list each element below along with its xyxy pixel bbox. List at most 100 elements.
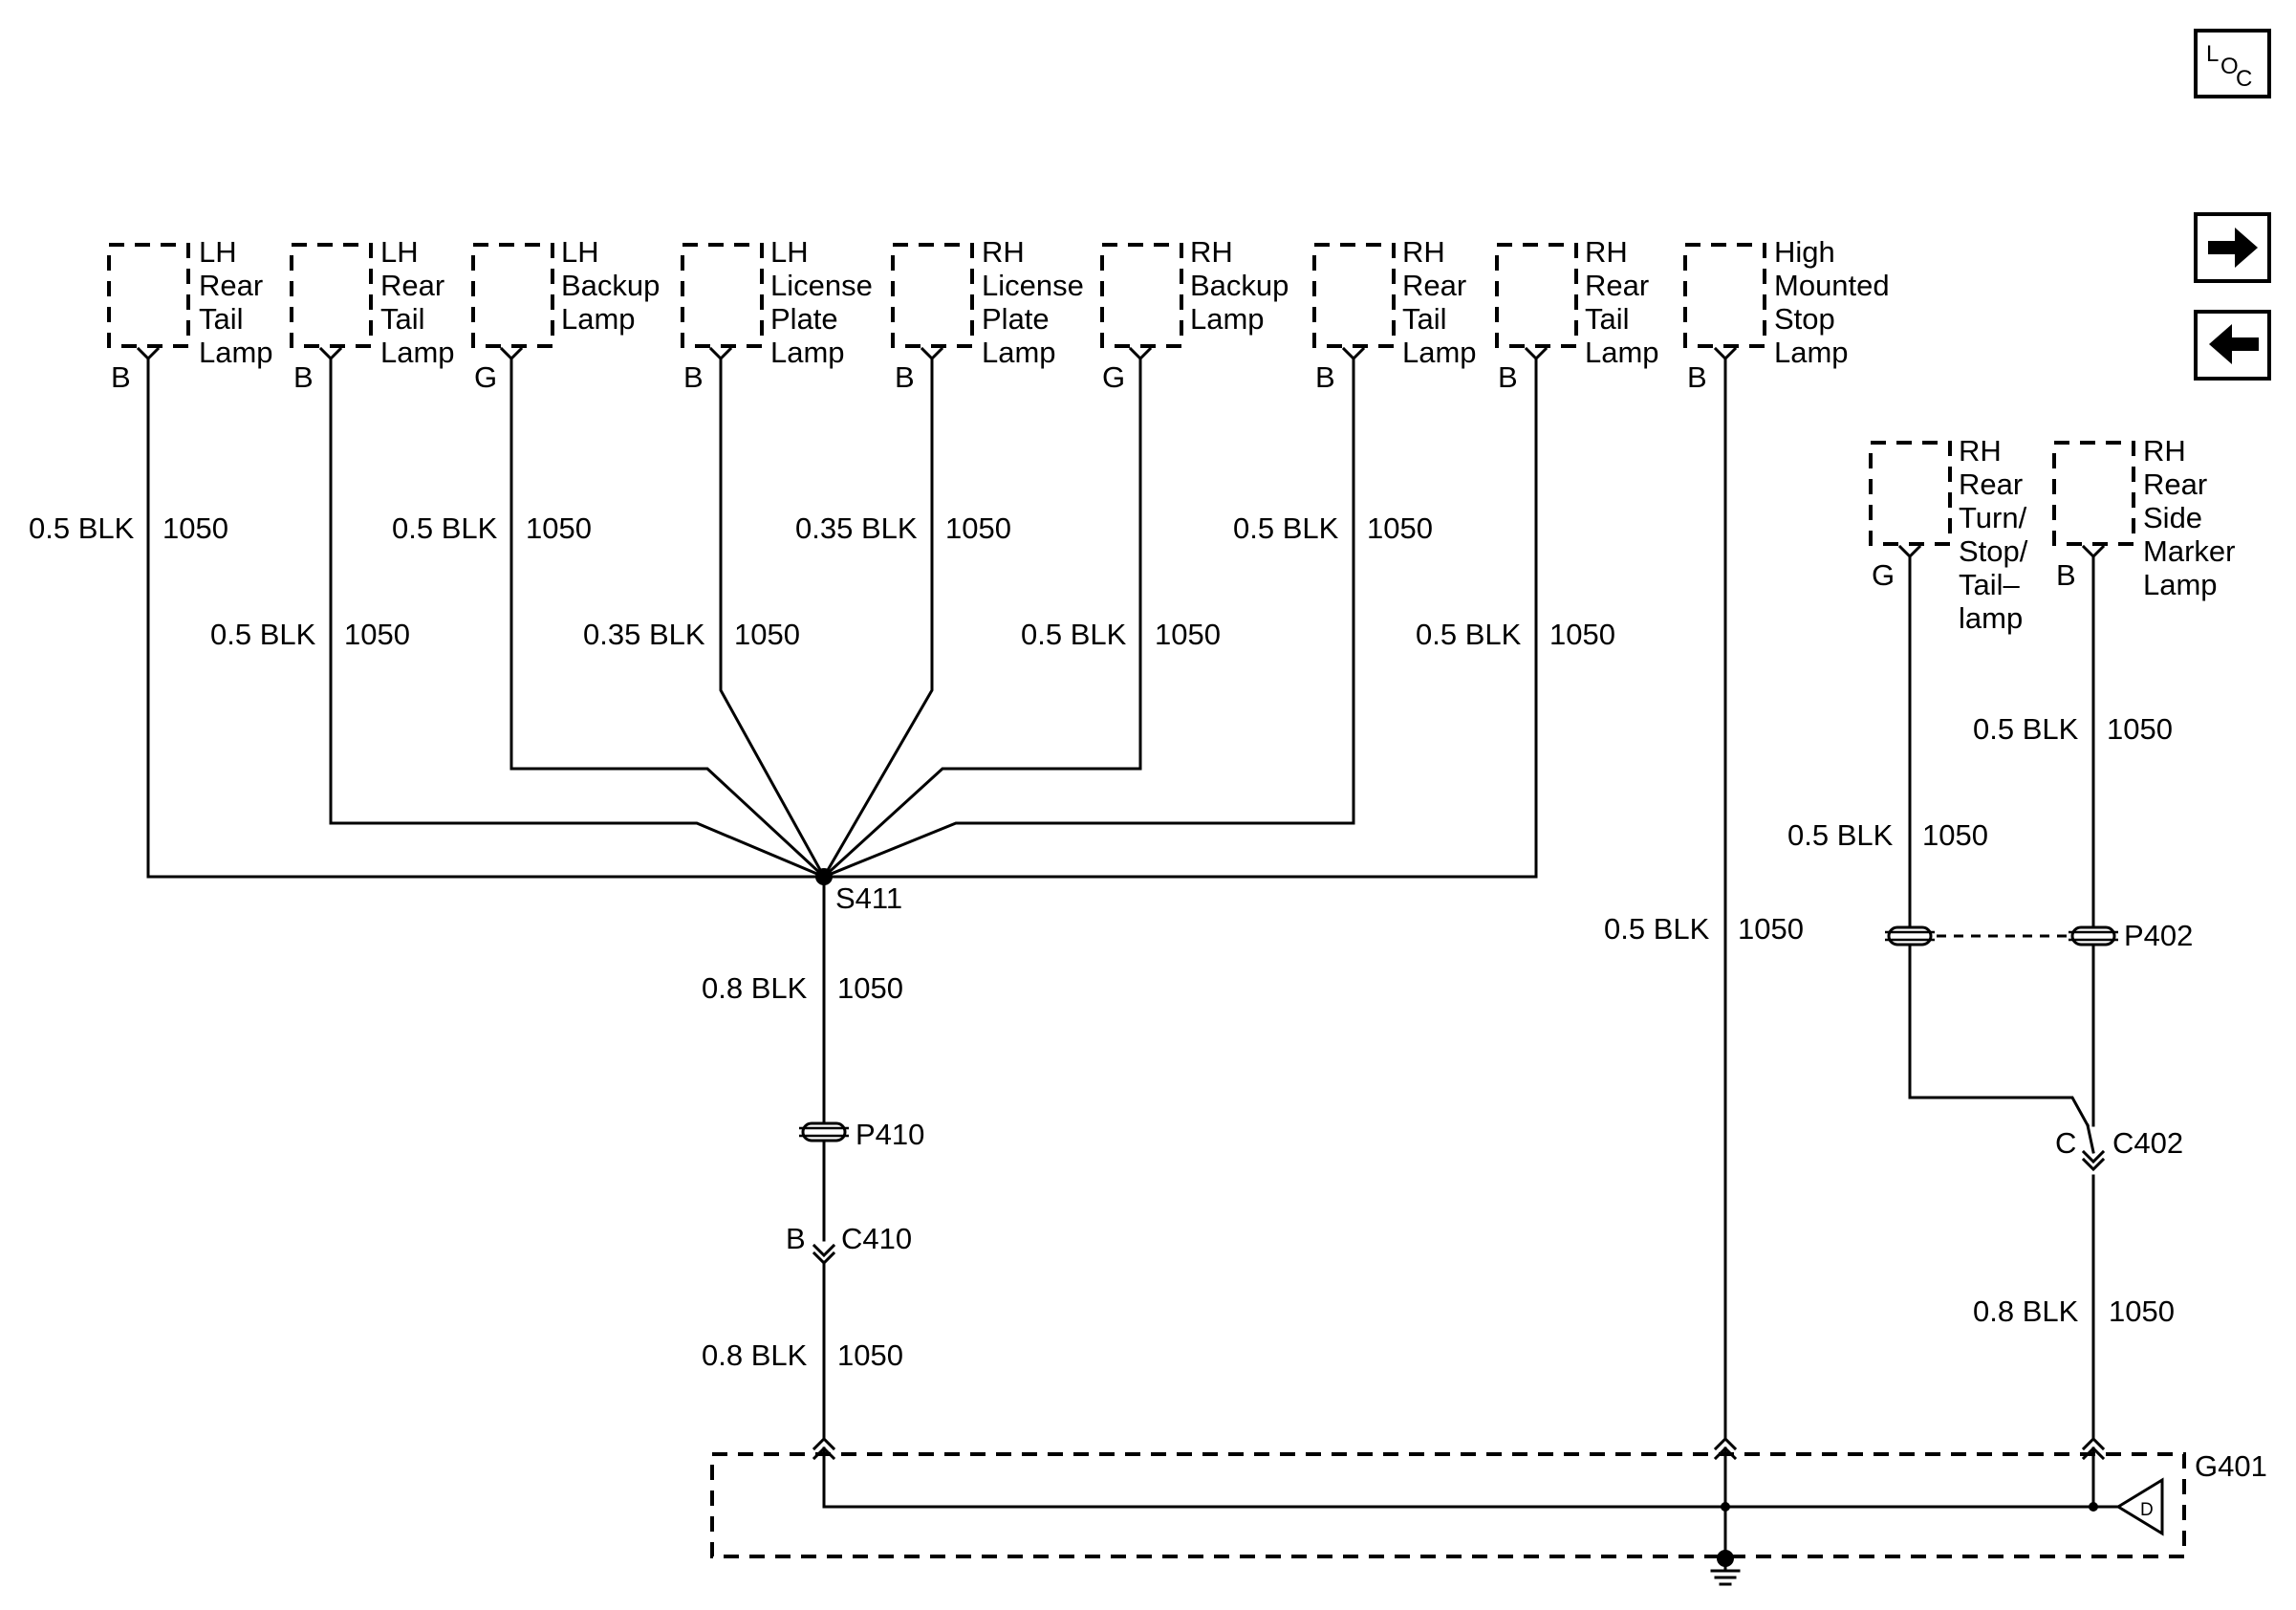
component-high-mounted-stop-lamp[interactable]: High Mounted Stop Lamp B: [1683, 235, 1890, 394]
component-label: RH Rear Side Marker Lamp: [2143, 434, 2235, 601]
pass-through-p410-label: P410: [856, 1118, 924, 1151]
wire-labels: 0.5 BLK 1050 0.5 BLK 1050 0.5 BLK 1050 0…: [29, 511, 2175, 1372]
pin-label: B: [895, 360, 915, 394]
component-rh-rear-turn-stop-taillamp[interactable]: RH Rear Turn/ Stop/ Tail– lamp G: [1869, 434, 2028, 635]
svg-text:Tail: Tail: [380, 302, 425, 336]
component-label: LH License Plate Lamp: [770, 235, 873, 369]
wires: [146, 369, 2095, 1441]
pass-through-p410[interactable]: P410: [799, 1118, 924, 1151]
svg-text:0.5 BLK: 0.5 BLK: [29, 511, 135, 545]
component-lh-license-plate-lamp[interactable]: LH License Plate Lamp B: [681, 235, 873, 394]
back-button[interactable]: [2194, 310, 2271, 381]
svg-text:Tail: Tail: [199, 302, 244, 336]
connector-c410[interactable]: B C410: [786, 1222, 912, 1266]
connector-c402[interactable]: C C402: [2055, 1123, 2183, 1172]
pass-through-p402[interactable]: P402: [1885, 919, 2193, 952]
svg-text:0.5 BLK: 0.5 BLK: [1021, 618, 1127, 651]
svg-text:RH: RH: [1190, 235, 1233, 269]
svg-text:Lamp: Lamp: [380, 336, 455, 369]
svg-text:Plate: Plate: [770, 302, 838, 336]
pin-label: B: [1315, 360, 1335, 394]
component-rh-backup-lamp[interactable]: RH Backup Lamp G: [1100, 235, 1289, 394]
svg-text:Rear: Rear: [199, 269, 263, 302]
svg-text:Lamp: Lamp: [982, 336, 1056, 369]
ground-g401-label: G401: [2195, 1449, 2267, 1483]
component-label: LH Backup Lamp: [561, 235, 660, 336]
svg-text:1050: 1050: [734, 618, 800, 651]
svg-text:Lamp: Lamp: [1190, 302, 1265, 336]
svg-text:License: License: [982, 269, 1084, 302]
svg-text:1050: 1050: [2107, 712, 2173, 746]
pin-label: B: [2056, 558, 2076, 592]
pin-label: B: [1687, 360, 1707, 394]
pin-label: B: [293, 360, 314, 394]
svg-text:Tail: Tail: [1402, 302, 1447, 336]
svg-text:0.5 BLK: 0.5 BLK: [1787, 818, 1894, 852]
svg-text:Lamp: Lamp: [2143, 568, 2218, 601]
svg-text:1050: 1050: [837, 1338, 903, 1372]
splice-s411-label: S411: [835, 881, 902, 915]
location-label-l: L: [2206, 41, 2219, 67]
location-button[interactable]: L O C: [2194, 29, 2271, 98]
svg-text:0.5 BLK: 0.5 BLK: [1604, 912, 1710, 946]
svg-text:D: D: [2140, 1500, 2154, 1520]
component-rh-rear-tail-lamp-1[interactable]: RH Rear Tail Lamp B: [1312, 235, 1477, 394]
svg-text:1050: 1050: [526, 511, 592, 545]
ground-d-symbol: D: [2115, 1477, 2164, 1536]
svg-text:0.5 BLK: 0.5 BLK: [1233, 511, 1339, 545]
pin-label: B: [1498, 360, 1518, 394]
ground-g401[interactable]: G401 D: [710, 1436, 2267, 1586]
svg-text:0.5 BLK: 0.5 BLK: [1973, 712, 2079, 746]
svg-text:0.8 BLK: 0.8 BLK: [702, 1338, 808, 1372]
svg-text:1050: 1050: [344, 618, 410, 651]
svg-text:0.8 BLK: 0.8 BLK: [1973, 1295, 2079, 1328]
svg-text:1050: 1050: [945, 511, 1011, 545]
svg-text:Side: Side: [2143, 501, 2202, 534]
svg-text:0.5 BLK: 0.5 BLK: [210, 618, 316, 651]
svg-text:Plate: Plate: [982, 302, 1050, 336]
connector-c402-pin: C: [2055, 1126, 2076, 1160]
location-label-o: O: [2220, 54, 2239, 79]
splice-s411-dot[interactable]: [815, 868, 833, 885]
connector-c410-label: C410: [841, 1222, 912, 1255]
svg-text:1050: 1050: [2109, 1295, 2175, 1328]
svg-text:Lamp: Lamp: [1585, 336, 1659, 369]
svg-text:1050: 1050: [1738, 912, 1804, 946]
svg-text:lamp: lamp: [1959, 601, 2023, 635]
svg-text:RH: RH: [982, 235, 1025, 269]
svg-text:Stop/: Stop/: [1959, 534, 2028, 568]
forward-button[interactable]: [2194, 212, 2271, 283]
svg-text:RH: RH: [1402, 235, 1445, 269]
component-label: RH License Plate Lamp: [982, 235, 1084, 369]
component-lh-rear-tail-lamp-1[interactable]: LH Rear Tail Lamp B: [107, 235, 273, 394]
svg-text:1050: 1050: [837, 971, 903, 1005]
svg-text:LH: LH: [199, 235, 237, 269]
component-label: LH Rear Tail Lamp: [199, 235, 273, 369]
svg-text:Lamp: Lamp: [1402, 336, 1477, 369]
svg-text:High: High: [1774, 235, 1835, 269]
connector-c402-label: C402: [2112, 1126, 2183, 1160]
pin-label: B: [683, 360, 704, 394]
svg-text:Backup: Backup: [1190, 269, 1289, 302]
svg-text:0.35 BLK: 0.35 BLK: [583, 618, 705, 651]
svg-text:RH: RH: [2143, 434, 2186, 468]
component-rh-rear-side-marker-lamp[interactable]: RH Rear Side Marker Lamp B: [2052, 434, 2235, 601]
pin-label: B: [111, 360, 131, 394]
terminal-symbols: [136, 346, 2106, 571]
component-rh-rear-tail-lamp-2[interactable]: RH Rear Tail Lamp B: [1495, 235, 1659, 394]
svg-text:Lamp: Lamp: [199, 336, 273, 369]
svg-text:RH: RH: [1585, 235, 1628, 269]
svg-text:0.5 BLK: 0.5 BLK: [1416, 618, 1522, 651]
svg-text:LH: LH: [770, 235, 809, 269]
component-lh-backup-lamp[interactable]: LH Backup Lamp G: [471, 235, 660, 394]
svg-text:Rear: Rear: [2143, 468, 2207, 501]
ground-icon: [1710, 1556, 1741, 1586]
svg-text:Lamp: Lamp: [1774, 336, 1849, 369]
component-label: RH Rear Tail Lamp: [1402, 235, 1477, 369]
component-lh-rear-tail-lamp-2[interactable]: LH Rear Tail Lamp B: [290, 235, 455, 394]
component-rh-license-plate-lamp[interactable]: RH License Plate Lamp B: [891, 235, 1084, 394]
left-arrow-icon: [2209, 324, 2259, 364]
svg-text:1050: 1050: [1367, 511, 1433, 545]
svg-text:LH: LH: [380, 235, 419, 269]
